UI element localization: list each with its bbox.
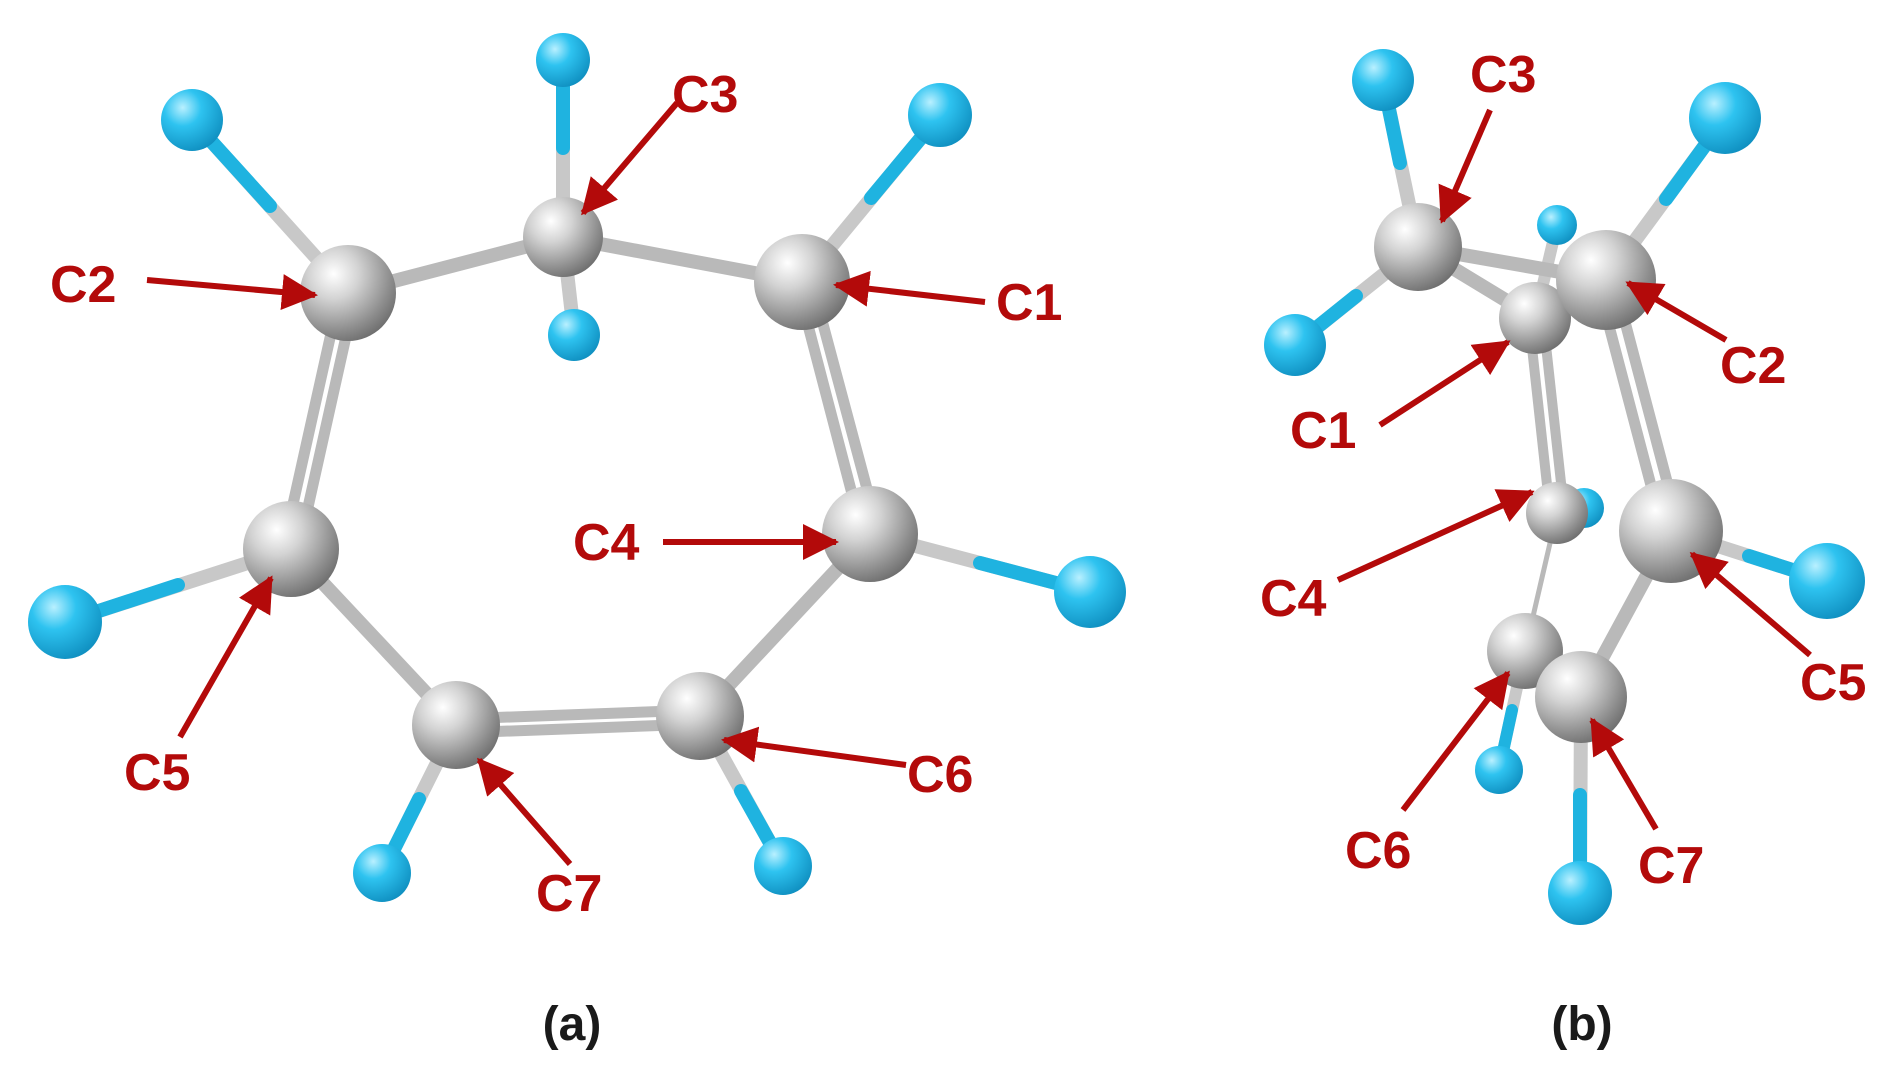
atom-label-c4-b: C4 — [1260, 570, 1327, 628]
atom-label-c2-a: C2 — [50, 256, 116, 314]
atom-label-c7-a: C7 — [536, 865, 602, 923]
atom-label-c3-b: C3 — [1470, 46, 1536, 104]
carbon-atoms-a — [243, 197, 918, 769]
atom-label-c7-b: C7 — [1638, 837, 1704, 895]
hydrogen-atoms-a — [28, 33, 1126, 902]
atom-label-c1-a: C1 — [996, 274, 1062, 332]
label-arrows-b — [1336, 108, 1812, 831]
atom-label-c5-a: C5 — [124, 744, 190, 802]
atom-label-c3-a: C3 — [672, 66, 738, 124]
panel-label-b: (b) — [1551, 998, 1612, 1051]
atom-label-c6-a: C6 — [907, 746, 973, 804]
label-arrows-a — [146, 101, 986, 866]
panel-a: C1 C2 C3 C4 C5 C6 C7 (a) — [28, 33, 1126, 1051]
atom-label-c6-b: C6 — [1345, 822, 1411, 880]
atom-label-c4-a: C4 — [573, 514, 640, 572]
panel-label-a: (a) — [543, 998, 602, 1051]
atom-label-c2-b: C2 — [1720, 337, 1786, 395]
panel-b: C1 C2 C3 C4 C5 C6 C7 (b) — [1260, 46, 1866, 1051]
atom-label-c1-b: C1 — [1290, 402, 1356, 460]
atom-label-c5-b: C5 — [1800, 654, 1866, 712]
